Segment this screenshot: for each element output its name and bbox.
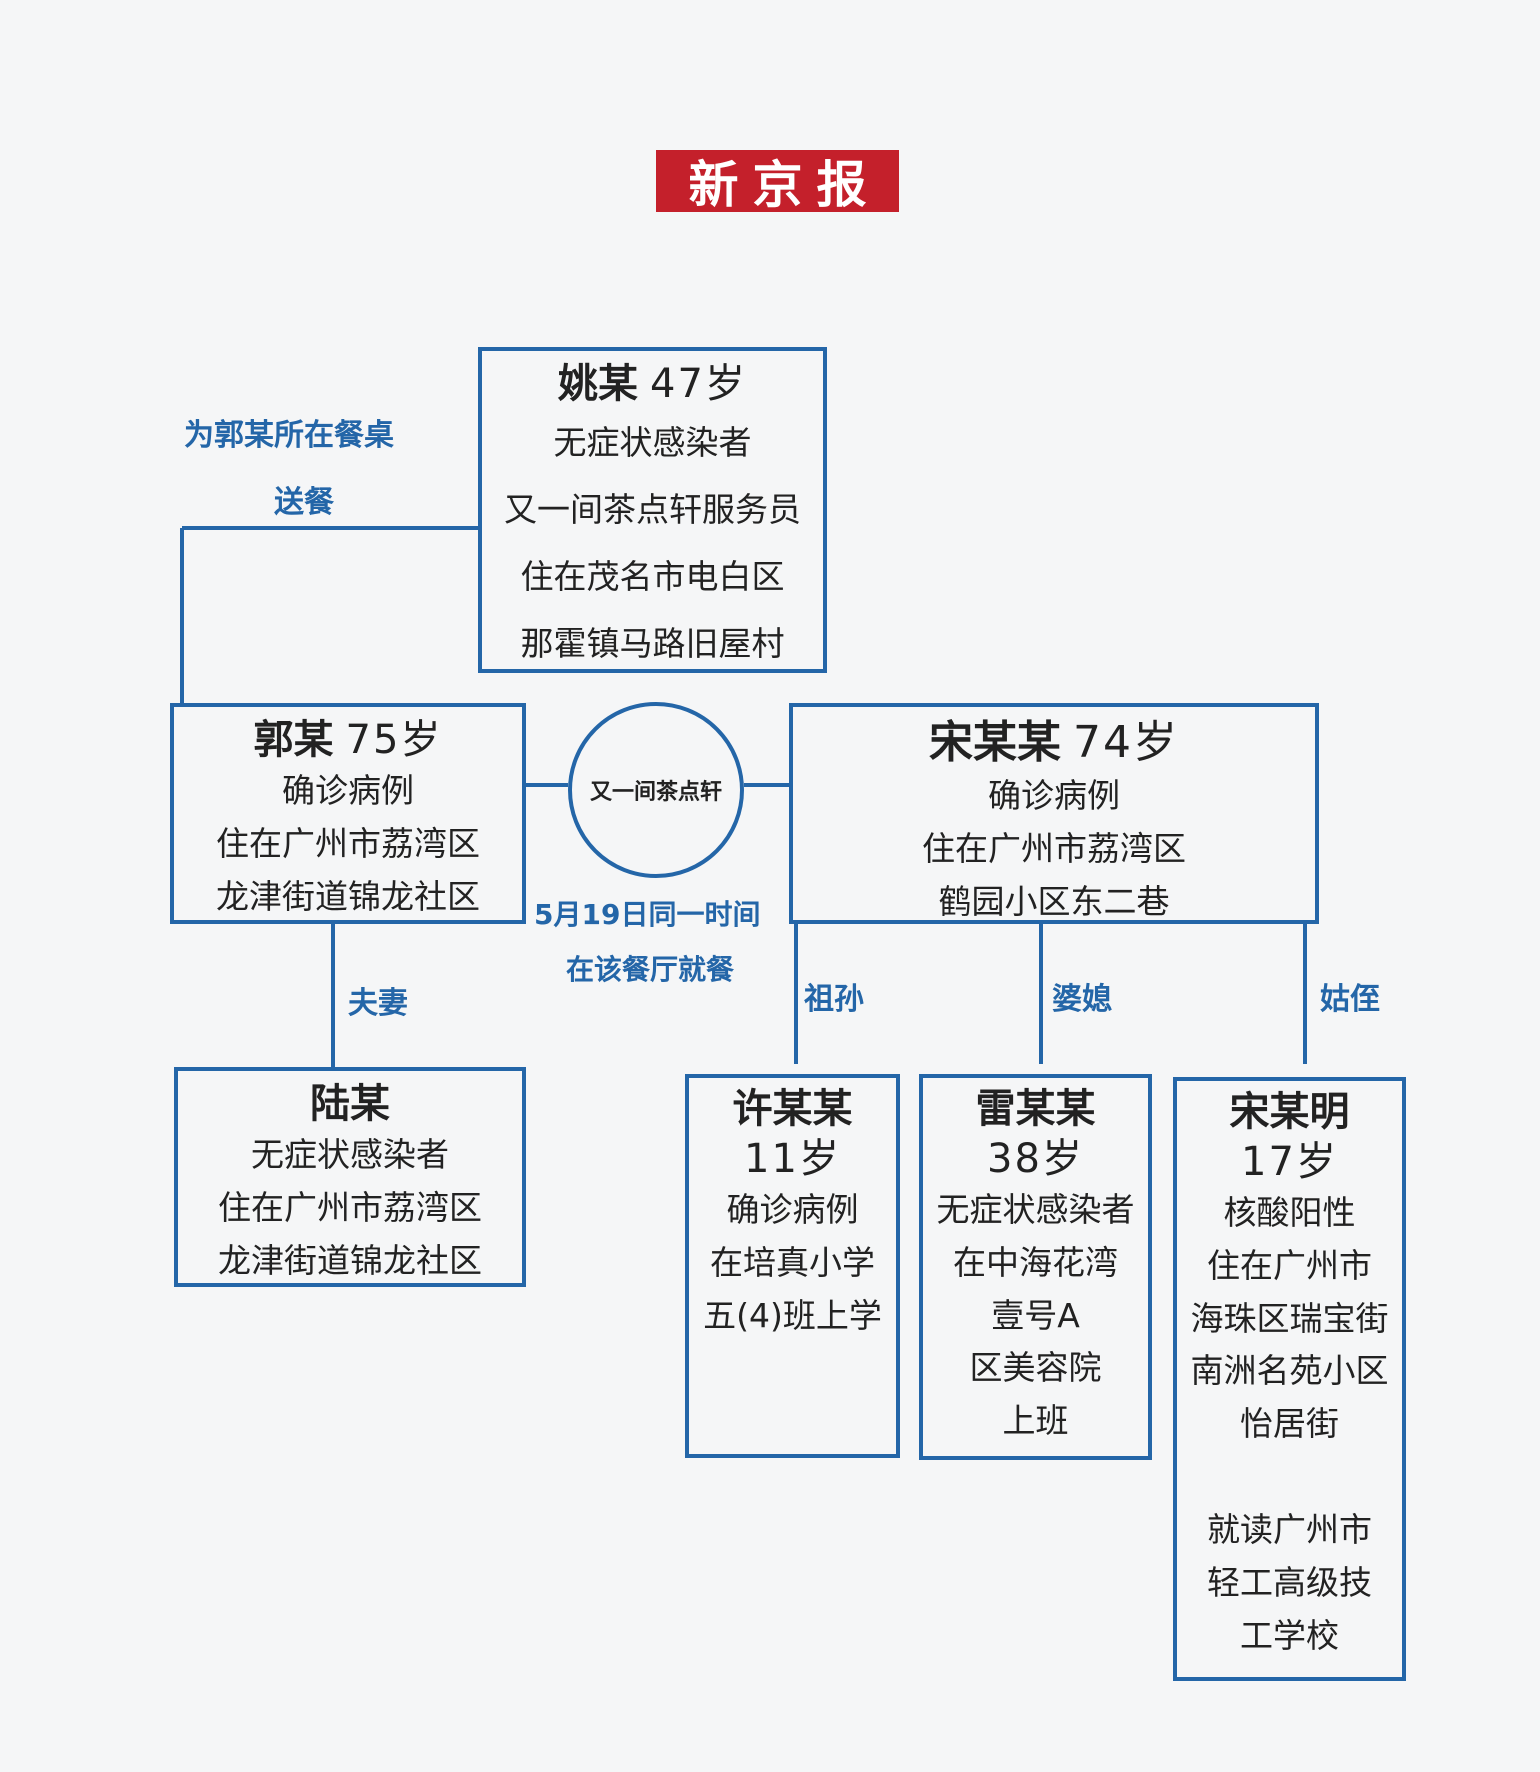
person-age: 47岁 xyxy=(650,361,747,407)
person-info-line: 五(4)班上学 xyxy=(703,1295,882,1335)
person-info-line: 无症状感染者 xyxy=(251,1135,449,1174)
person-info-line: 上班 xyxy=(1002,1401,1069,1441)
person-info-line: 南洲名苑小区 xyxy=(1190,1351,1389,1391)
person-info-line: 壹号A xyxy=(991,1295,1080,1335)
person-name: 许某某 xyxy=(732,1086,853,1132)
person-info-line: 海珠区瑞宝街 xyxy=(1190,1298,1389,1338)
person-name: 雷某某 xyxy=(975,1086,1096,1132)
person-info-line: 就读广州市 xyxy=(1207,1509,1372,1549)
person-age: 11岁 xyxy=(744,1136,841,1182)
person-info-line: 确诊病例 xyxy=(988,776,1120,815)
person-info-line: 又一间茶点轩服务员 xyxy=(504,490,801,529)
person-info-line: 住在茂名市电白区 xyxy=(520,557,785,596)
person-age: 74岁 xyxy=(1073,717,1179,768)
person-box-xu: 许某某 11岁 确诊病例 在培真小学 五(4)班上学 xyxy=(685,1074,900,1458)
person-name: 宋某某 xyxy=(929,717,1061,768)
person-title: 许某某 xyxy=(733,1084,853,1134)
person-info-line: 无症状感染者 xyxy=(553,423,752,462)
person-age: 75岁 xyxy=(345,717,443,763)
person-info-line: 确诊病例 xyxy=(282,771,414,810)
person-info-line: 在培真小学 xyxy=(710,1242,875,1282)
person-title: 宋某明 xyxy=(1230,1087,1350,1137)
person-info-line: 轻工高级技 xyxy=(1207,1562,1372,1602)
person-info-line: 核酸阳性 xyxy=(1223,1193,1356,1232)
person-info-line: 住在广州市荔湾区 xyxy=(218,1187,482,1227)
venue-circle: 又一间茶点轩 xyxy=(568,702,744,878)
person-info-line: 在中海花湾 xyxy=(953,1242,1118,1282)
person-info-line: 住在广州市荔湾区 xyxy=(922,828,1186,868)
person-info-line: 住在广州市荔湾区 xyxy=(216,823,480,863)
person-age: 17岁 xyxy=(1241,1139,1338,1185)
person-info-line: 住在广州市 xyxy=(1207,1245,1372,1285)
venue-name: 又一间茶点轩 xyxy=(589,780,722,805)
song-songming-relation: 姑侄 xyxy=(1320,982,1380,1017)
person-name: 宋某明 xyxy=(1229,1089,1350,1135)
person-title: 雷某某 xyxy=(976,1084,1096,1134)
person-box-lei: 雷某某 38岁 无症状感染者 在中海花湾 壹号A 区美容院 上班 xyxy=(919,1074,1152,1460)
person-name: 姚某 xyxy=(558,361,639,407)
person-box-lu: 陆某 无症状感染者 住在广州市荔湾区 龙津街道锦龙社区 xyxy=(174,1067,526,1287)
yao-guo-relation-line1: 为郭某所在餐桌 xyxy=(184,418,394,453)
person-info-line: 怡居街 xyxy=(1240,1404,1339,1444)
person-info-line: 龙津街道锦龙社区 xyxy=(218,1240,482,1280)
person-info-line: 确诊病例 xyxy=(726,1190,859,1229)
person-info-line: 无症状感染者 xyxy=(936,1190,1135,1229)
person-title: 陆某 xyxy=(310,1079,390,1129)
person-age: 38岁 xyxy=(987,1136,1084,1182)
person-info-line: 区美容院 xyxy=(969,1348,1102,1388)
song-lei-relation: 婆媳 xyxy=(1052,982,1112,1017)
venue-note-line1: 5月19日同一时间 xyxy=(534,898,761,931)
person-info-line: 龙津街道锦龙社区 xyxy=(216,876,480,916)
venue-note-line2: 在该餐厅就餐 xyxy=(566,953,735,986)
person-info-line: 工学校 xyxy=(1240,1615,1339,1655)
song-xu-relation: 祖孙 xyxy=(804,982,864,1017)
person-name: 郭某 xyxy=(253,717,334,763)
person-name: 陆某 xyxy=(310,1081,390,1127)
person-info-line: 鹤园小区东二巷 xyxy=(938,881,1170,921)
guo-lu-relation: 夫妻 xyxy=(348,986,408,1021)
xinjingbao-logo: 新京报 xyxy=(656,150,899,214)
person-box-songming: 宋某明 17岁 核酸阳性 住在广州市 海珠区瑞宝街 南洲名苑小区 怡居街 就读广… xyxy=(1173,1077,1406,1681)
person-info-line: 那霍镇马路旧屋村 xyxy=(520,624,785,663)
yao-guo-relation-line2: 送餐 xyxy=(274,485,334,520)
